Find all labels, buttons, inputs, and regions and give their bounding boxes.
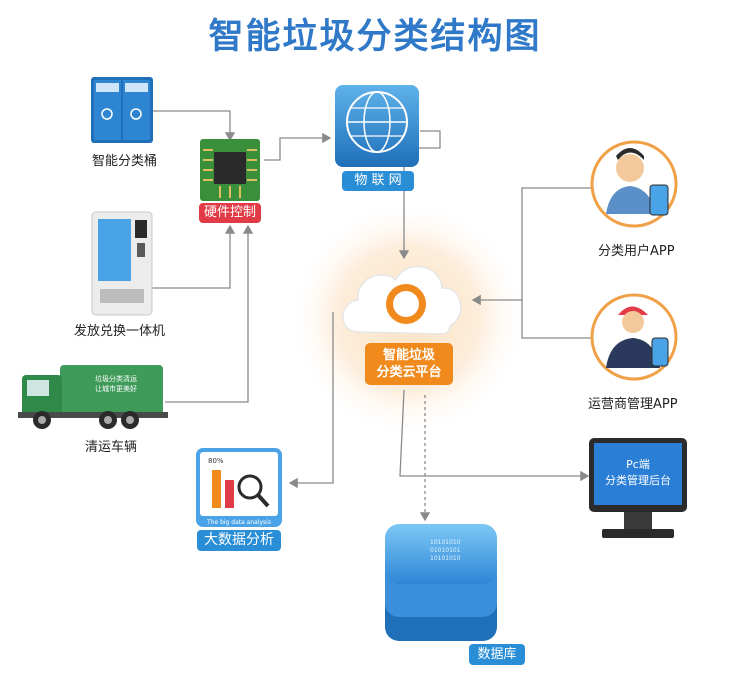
big-data-tag: 大数据分析 [197, 530, 281, 551]
globe-icon [335, 85, 419, 167]
pc-label-line2: 分类管理后台 [605, 473, 671, 487]
svg-text:10101010: 10101010 [430, 539, 461, 546]
diagram-title: 智能垃圾分类结构图 [208, 17, 542, 57]
smart-bin-icon [91, 77, 153, 143]
cloud-platform-line1: 智能垃圾 [382, 348, 435, 363]
big-data-icon: 80% The big data analysis [196, 448, 282, 527]
pc-monitor-icon: Pc端 分类管理后台 [589, 438, 687, 538]
user-app-label: 分类用户APP [598, 244, 675, 259]
big-data-percent: 80% [208, 457, 224, 465]
svg-text:01010101: 01010101 [430, 547, 461, 554]
smart-bin-label: 智能分类桶 [92, 154, 158, 169]
user-avatar-icon [590, 140, 678, 228]
svg-text:10101010: 10101010 [430, 555, 461, 562]
cloud-icon [342, 265, 462, 335]
operator-app-label: 运营商管理APP [588, 397, 678, 412]
cloud-platform-tag: 智能垃圾 分类云平台 [365, 343, 453, 385]
truck-sign-line1: 垃圾分类清运 [95, 374, 137, 383]
dispenser-icon [91, 211, 153, 316]
database-icon: 10101010 01010101 10101010 [385, 524, 497, 641]
chip-icon [200, 139, 260, 201]
iot-tag: 物 联 网 [342, 171, 414, 191]
big-data-caption: The big data analysis [206, 519, 271, 526]
connectors [150, 110, 596, 489]
truck-icon: 垃圾分类清运 让城市更美好 [18, 365, 168, 429]
dispenser-label: 发放兑换一体机 [74, 324, 166, 339]
truck-sign-line2: 让城市更美好 [95, 384, 137, 393]
truck-label: 清运车辆 [85, 440, 138, 455]
pc-label-line1: Pc端 [626, 458, 650, 471]
cloud-platform-line2: 分类云平台 [376, 365, 442, 380]
database-tag: 数据库 [469, 644, 525, 665]
operator-avatar-icon [590, 293, 678, 381]
hardware-control-tag: 硬件控制 [199, 203, 261, 223]
